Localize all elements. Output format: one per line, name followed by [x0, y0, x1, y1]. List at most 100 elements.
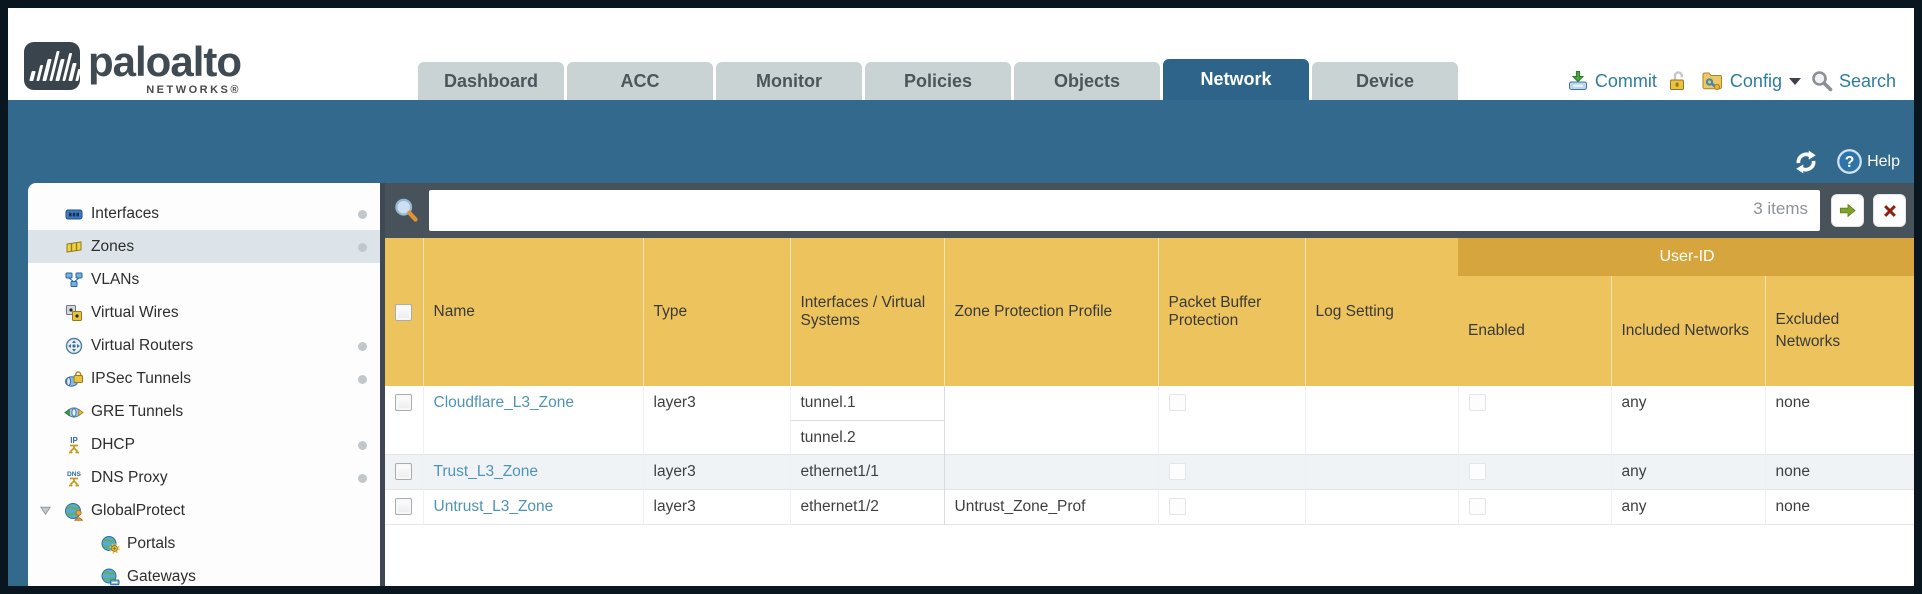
sidebar-item-zones[interactable]: Zones	[28, 230, 380, 263]
cell-interfaces: ethernet1/2	[789, 489, 945, 525]
tab-network[interactable]: Network	[1163, 59, 1309, 100]
sidebar-item-ipsec-tunnels[interactable]: IPSec Tunnels	[28, 362, 380, 395]
row-select-checkbox[interactable]	[395, 498, 412, 515]
sidebar-item-vlans[interactable]: VLANs	[28, 263, 380, 296]
packet-buffer-protection-checkbox[interactable]	[1168, 498, 1186, 515]
tab-policies[interactable]: Policies	[865, 62, 1011, 100]
interface-entry: ethernet1/2	[800, 498, 879, 515]
sidebar-item-virtual-routers[interactable]: Virtual Routers	[28, 329, 380, 362]
svg-text:DNS: DNS	[67, 471, 82, 478]
sidebar-item-gateways[interactable]: Gateways	[28, 560, 380, 586]
packet-buffer-protection-checkbox[interactable]	[1168, 463, 1186, 480]
sidebar-item-gre-tunnels[interactable]: GRE Tunnels	[28, 395, 380, 428]
sidebar-item-dns-proxy[interactable]: DNS DNS Proxy	[28, 461, 380, 494]
zone-name-link[interactable]: Untrust_L3_Zone	[433, 498, 554, 515]
header-band: ? Help	[8, 100, 1914, 183]
svg-text:?: ?	[1845, 154, 1855, 171]
cell-packet-buffer-protection	[1158, 489, 1306, 525]
sidebar-item-interfaces[interactable]: Interfaces	[28, 197, 380, 230]
column-header-name[interactable]: Name	[422, 238, 643, 386]
cell-user-id-enabled	[1458, 489, 1612, 525]
status-dot	[358, 441, 367, 450]
status-dot	[358, 342, 367, 351]
select-all-checkbox[interactable]	[395, 303, 412, 321]
column-header-type[interactable]: Type	[642, 238, 790, 386]
interface-entry: tunnel.1	[800, 394, 856, 411]
help-icon: ?	[1836, 148, 1863, 175]
status-dot	[358, 243, 367, 252]
globalprotect-icon	[64, 501, 84, 521]
sidebar-item-dhcp[interactable]: IP DHCP	[28, 428, 380, 461]
column-group-header-user-id: User-ID	[1458, 238, 1914, 276]
filter-input[interactable]	[429, 190, 1820, 231]
sidebar-item-label: Gateways	[127, 567, 196, 585]
apply-filter-button[interactable]	[1831, 194, 1864, 227]
cell-type: layer3	[643, 454, 791, 490]
config-menu-button[interactable]: Config	[1699, 69, 1801, 93]
cell-packet-buffer-protection	[1158, 386, 1306, 455]
tab-objects[interactable]: Objects	[1014, 62, 1160, 100]
close-icon	[1880, 201, 1900, 221]
sidebar-item-virtual-wires[interactable]: Virtual Wires	[28, 296, 380, 329]
tab-acc[interactable]: ACC	[567, 62, 713, 100]
ipsec-tunnels-icon	[64, 369, 84, 389]
packet-buffer-protection-checkbox[interactable]	[1168, 394, 1186, 411]
sidebar-content-divider	[380, 183, 385, 586]
paloalto-logo: paloalto NETWORKS®	[24, 41, 242, 96]
dns-proxy-icon: DNS	[64, 468, 84, 488]
search-icon	[1810, 69, 1834, 93]
user-id-enabled-checkbox[interactable]	[1468, 463, 1486, 480]
cell-name: Cloudflare_L3_Zone	[423, 386, 644, 455]
status-dot	[358, 375, 367, 384]
sidebar-item-label: GRE Tunnels	[91, 402, 184, 420]
virtual-routers-icon	[64, 336, 84, 356]
vlans-icon	[64, 270, 84, 290]
sidebar-item-label: DHCP	[91, 435, 135, 453]
cell-excluded-networks: none	[1765, 489, 1914, 525]
search-button[interactable]: Search	[1810, 69, 1896, 93]
refresh-icon[interactable]	[1792, 149, 1820, 175]
paloalto-logo-icon	[24, 42, 80, 90]
zone-name-link[interactable]: Cloudflare_L3_Zone	[433, 394, 574, 411]
cell-name: Untrust_L3_Zone	[423, 489, 644, 525]
sidebar-item-label: Portals	[127, 534, 176, 552]
tab-monitor[interactable]: Monitor	[716, 62, 862, 100]
help-button[interactable]: ? Help	[1836, 148, 1900, 175]
filter-search-icon	[393, 197, 420, 224]
cell-log-setting	[1305, 489, 1459, 525]
green-arrow-icon	[1837, 200, 1858, 221]
column-header-zone-protection-profile[interactable]: Zone Protection Profile	[943, 238, 1158, 386]
row-select-checkbox[interactable]	[395, 394, 412, 411]
logo-soundbars	[29, 51, 80, 81]
sidebar-item-label: DNS Proxy	[91, 468, 168, 486]
sidebar-item-portals[interactable]: Portals	[28, 527, 380, 560]
sidebar-item-globalprotect[interactable]: GlobalProtect	[28, 494, 380, 527]
column-header-included-networks[interactable]: Included Networks	[1610, 276, 1765, 386]
chevron-down-icon	[1788, 77, 1801, 85]
clear-filter-button[interactable]	[1873, 194, 1906, 227]
tab-dashboard[interactable]: Dashboard	[418, 62, 564, 100]
zone-name-link[interactable]: Trust_L3_Zone	[433, 463, 539, 480]
filter-bar: 3 items	[385, 183, 1914, 238]
row-select-checkbox[interactable]	[395, 463, 412, 480]
column-header-packet-buffer-protection[interactable]: Packet Buffer Protection	[1157, 238, 1305, 386]
tab-device[interactable]: Device	[1312, 62, 1458, 100]
dhcp-icon: IP	[64, 435, 84, 455]
cell-zone-protection-profile: Untrust_Zone_Prof	[944, 489, 1159, 525]
column-header-enabled[interactable]: Enabled	[1458, 276, 1611, 386]
column-header-interfaces-virtual-systems[interactable]: Interfaces / Virtual Systems	[789, 238, 944, 386]
lock-icon[interactable]	[1666, 69, 1690, 93]
column-header-excluded-networks[interactable]: Excluded Networks	[1764, 276, 1914, 386]
user-id-enabled-checkbox[interactable]	[1468, 394, 1486, 411]
brand-sub: NETWORKS®	[146, 84, 242, 96]
column-header-log-setting[interactable]: Log Setting	[1304, 238, 1458, 386]
commit-button[interactable]: Commit	[1566, 69, 1657, 93]
expander-triangle-icon[interactable]	[38, 503, 53, 523]
user-id-enabled-checkbox[interactable]	[1468, 498, 1486, 515]
